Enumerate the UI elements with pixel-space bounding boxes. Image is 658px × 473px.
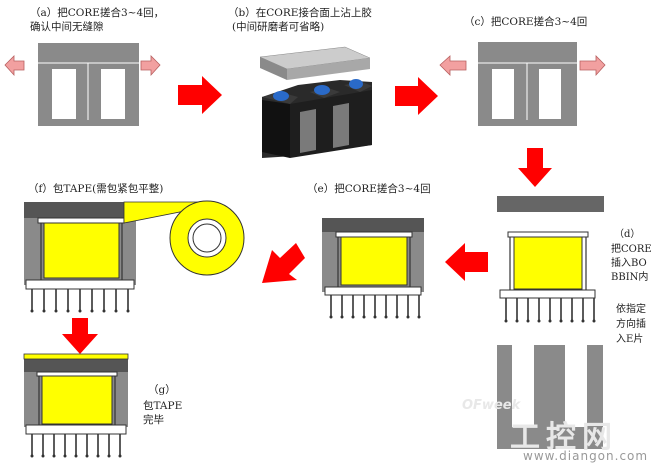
flow-arrow-c-to-d: [518, 148, 552, 187]
step-e-label: （e）把CORE搓合3~4回: [307, 183, 431, 195]
step-b-figure: [259, 46, 372, 158]
step-d-line-2: 插入BO: [611, 258, 647, 269]
step-d-line-1: 把CORE: [611, 244, 652, 255]
step-c-figure: [439, 42, 606, 126]
flow-arrow-a-to-b: [178, 76, 222, 114]
step-a-label-2: 确认中间无缝隙: [30, 21, 104, 33]
e-core-block: [262, 80, 372, 158]
step-d-line-4: 依指定: [616, 304, 646, 315]
step-b-label-1: （b）在CORE接合面上沾上胶: [228, 7, 372, 19]
pull-left-arrow: [4, 55, 25, 77]
step-f-label: （f）包TAPE(需包紧包平整): [28, 183, 164, 195]
watermark-url: www.diangon.com: [523, 449, 649, 463]
step-a-label-1: （a）把CORE搓合3~4回，: [30, 7, 165, 19]
e-i-core: [38, 43, 139, 126]
flow-arrow-e-to-f: [262, 243, 305, 283]
step-g-line-2: 完毕: [143, 414, 164, 426]
step-d-line-3: BBIN内: [611, 272, 649, 283]
flow-arrow-b-to-c: [395, 77, 438, 115]
watermark-logo: OFweek: [462, 398, 521, 413]
step-d-figure: [497, 196, 604, 449]
step-c-label: （c）把CORE搓合3~4回: [464, 16, 588, 28]
glue-drops: [273, 79, 363, 101]
i-core-bar: [497, 196, 604, 212]
pull-right-arrow: [140, 55, 161, 77]
push-right-arrow: [579, 55, 606, 77]
bobbin-d: [499, 231, 596, 323]
watermark-cn: 工控网: [510, 420, 618, 455]
push-left-arrow: [439, 55, 467, 76]
step-b-label-2: (中间研磨者可省略): [232, 21, 325, 33]
i-core-block: [259, 46, 371, 80]
step-f-figure: [24, 200, 245, 313]
step-a-figure: [4, 43, 161, 126]
step-g-tag: （g）: [148, 384, 176, 396]
step-g-figure: [23, 353, 129, 458]
flow-arrow-d-to-e: [445, 243, 488, 281]
step-d-line-5: 方向插: [616, 319, 646, 330]
e-i-core-c: [478, 42, 577, 126]
step-g-line-1: 包TAPE: [143, 400, 183, 412]
e-core-d: [497, 345, 603, 449]
step-e-figure: [322, 218, 424, 319]
tape-roll: [169, 200, 245, 276]
step-d-tag: （d）: [614, 229, 641, 240]
step-d-line-6: 入E片: [616, 334, 644, 345]
flow-arrow-f-to-g: [62, 318, 98, 354]
